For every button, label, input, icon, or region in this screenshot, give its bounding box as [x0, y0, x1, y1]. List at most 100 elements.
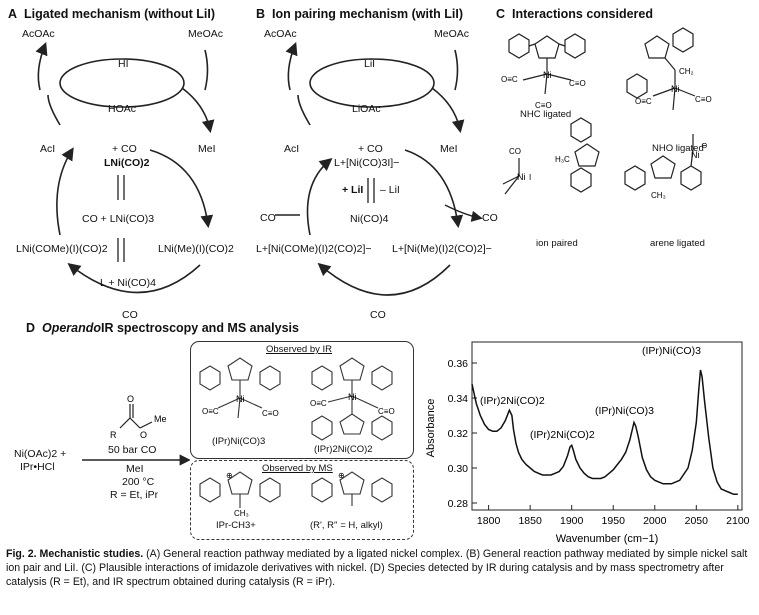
a-acoac: AcOAc	[22, 28, 55, 40]
x-tick-label: 1800	[477, 515, 501, 527]
a-lni-co2: LNi(CO)2	[104, 157, 150, 169]
svg-text:O: O	[140, 430, 147, 440]
svg-text:CH₂: CH₂	[679, 67, 694, 76]
d-cond2: MeI	[126, 463, 144, 475]
observed-ms-box	[190, 460, 414, 540]
panel-a-arrows	[35, 42, 215, 294]
panel-b-title: Ion pairing mechanism (with LiI)	[272, 7, 463, 21]
annot-ipr2-2: (IPr)2Ni(CO)2	[530, 429, 595, 441]
a-l-ni-co4: L + Ni(CO)4	[100, 277, 156, 289]
panel-a-title: Ligated mechanism (without LiI)	[24, 7, 215, 21]
d-structures: Ni Ni O≡C C≡O O≡C C≡O ⊕ ⊕ CH₃	[199, 357, 395, 518]
d-cond4: R = Et, iPr	[110, 489, 159, 501]
b-meoac: MeOAc	[434, 28, 470, 40]
x-tick-label: 2050	[685, 515, 709, 527]
observed-ms-label: Observed by MS	[262, 463, 333, 474]
a-lni-me: LNi(Me)(I)(CO)2	[158, 243, 234, 255]
d-reaction-arrow: RO OMe	[82, 394, 190, 466]
a-plus-co: + CO	[112, 143, 137, 155]
b-left-complex: L+[Ni(COMe)(I)2(CO)2]−	[256, 243, 372, 255]
c-nho: NHO ligated	[652, 143, 704, 154]
svg-text:CH₃: CH₃	[651, 191, 666, 200]
a-mei: MeI	[198, 143, 216, 155]
b-ni-co4: Ni(CO)4	[350, 213, 389, 225]
a-meoac: MeOAc	[188, 28, 224, 40]
ipr2-ni-co2-label: (IPr)2Ni(CO)2	[314, 444, 373, 455]
b-aci: AcI	[284, 143, 300, 155]
panel-d-letter: D	[26, 321, 36, 335]
svg-text:R: R	[110, 430, 117, 440]
b-plus-lii: + LiI	[342, 184, 364, 196]
caption-text: (A) General reaction pathway mediated by…	[6, 548, 748, 588]
svg-text:C≡O: C≡O	[378, 407, 395, 416]
svg-text:CO: CO	[509, 147, 521, 156]
panel-d-title-italic: Operando	[42, 321, 102, 335]
y-tick-label: 0.32	[448, 428, 469, 440]
panel-c-letter: C	[496, 7, 506, 21]
a-hoac: HOAc	[108, 103, 137, 115]
b-plus-co: + CO	[358, 143, 383, 155]
svg-text:Ni: Ni	[671, 84, 680, 94]
b-right-complex: L+[Ni(Me)(I)2(CO)2]−	[392, 243, 492, 255]
svg-text:Ni: Ni	[691, 150, 700, 160]
a-aci: AcI	[40, 143, 56, 155]
observed-ir-label: Observed by IR	[266, 344, 332, 355]
plot-frame	[471, 341, 743, 511]
a-hi: HI	[118, 58, 129, 70]
x-tick-label: 1950	[602, 515, 626, 527]
svg-text:I: I	[529, 173, 531, 182]
c-arene: arene ligated	[650, 238, 705, 249]
svg-text:Ni: Ni	[348, 392, 357, 402]
svg-text:O≡C: O≡C	[501, 75, 518, 84]
svg-text:C≡O: C≡O	[262, 409, 279, 418]
svg-text:⊕: ⊕	[226, 471, 233, 480]
panel-a-letter: A	[8, 7, 18, 21]
a-lni-come: LNi(COMe)(I)(CO)2	[16, 243, 108, 255]
svg-text:O≡C: O≡C	[310, 399, 327, 408]
c-ion: ion paired	[536, 238, 578, 249]
svg-text:H₃C: H₃C	[555, 155, 570, 164]
d-cond3: 200 °C	[122, 476, 155, 488]
b-co-left: CO	[260, 212, 276, 224]
a-co-lni-co3: CO + LNi(CO)3	[82, 213, 155, 225]
ralkyl-label: (R', R'' = H, alkyl)	[310, 520, 383, 531]
b-co-right: CO	[482, 212, 498, 224]
svg-text:Ni: Ni	[236, 394, 245, 404]
y-tick-label: 0.30	[448, 463, 469, 475]
svg-text:⊕: ⊕	[338, 471, 345, 480]
svg-text:O≡C: O≡C	[635, 97, 652, 106]
y-tick-label: 0.28	[448, 498, 469, 510]
b-lni-ion: L+[Ni(CO)3I]−	[334, 157, 400, 169]
svg-text:C≡O: C≡O	[569, 79, 586, 88]
svg-text:CH₃: CH₃	[234, 509, 249, 518]
b-mei: MeI	[440, 143, 458, 155]
a-co-bottom: CO	[122, 309, 138, 321]
svg-text:Ni: Ni	[517, 172, 526, 182]
b-minus-lii: – LiI	[380, 184, 400, 196]
caption-title: Fig. 2. Mechanistic studies.	[6, 548, 144, 560]
annot-iprni-1: (IPr)Ni(CO)3	[595, 405, 654, 417]
svg-text:C≡O: C≡O	[695, 95, 712, 104]
b-lii: LiI	[364, 58, 376, 70]
d-reactant2: IPr•HCl	[20, 461, 55, 473]
x-tick-label: 1900	[560, 515, 584, 527]
svg-text:Ni: Ni	[543, 70, 552, 80]
c-nhc: NHC ligated	[520, 109, 572, 120]
b-co-bottom: CO	[370, 309, 386, 321]
b-acoac: AcOAc	[264, 28, 297, 40]
svg-text:O≡C: O≡C	[202, 407, 219, 416]
y-axis-label: Absorbance	[425, 399, 437, 458]
x-tick-label: 2100	[726, 515, 750, 527]
panel-d-title: IR spectroscopy and MS analysis	[101, 321, 299, 335]
b-lioac: LiOAc	[352, 103, 381, 115]
ipr-ni-co3-label: (IPr)Ni(CO)3	[212, 436, 266, 447]
y-tick-label: 0.36	[448, 358, 469, 370]
d-cond1: 50 bar CO	[108, 444, 157, 456]
panel-c-title: Interactions considered	[512, 7, 654, 21]
d-reactant1: Ni(OAc)2 +	[14, 448, 67, 460]
svg-text:C≡O: C≡O	[535, 101, 552, 110]
x-axis-label: Wavenumber (cm−1)	[556, 533, 659, 545]
